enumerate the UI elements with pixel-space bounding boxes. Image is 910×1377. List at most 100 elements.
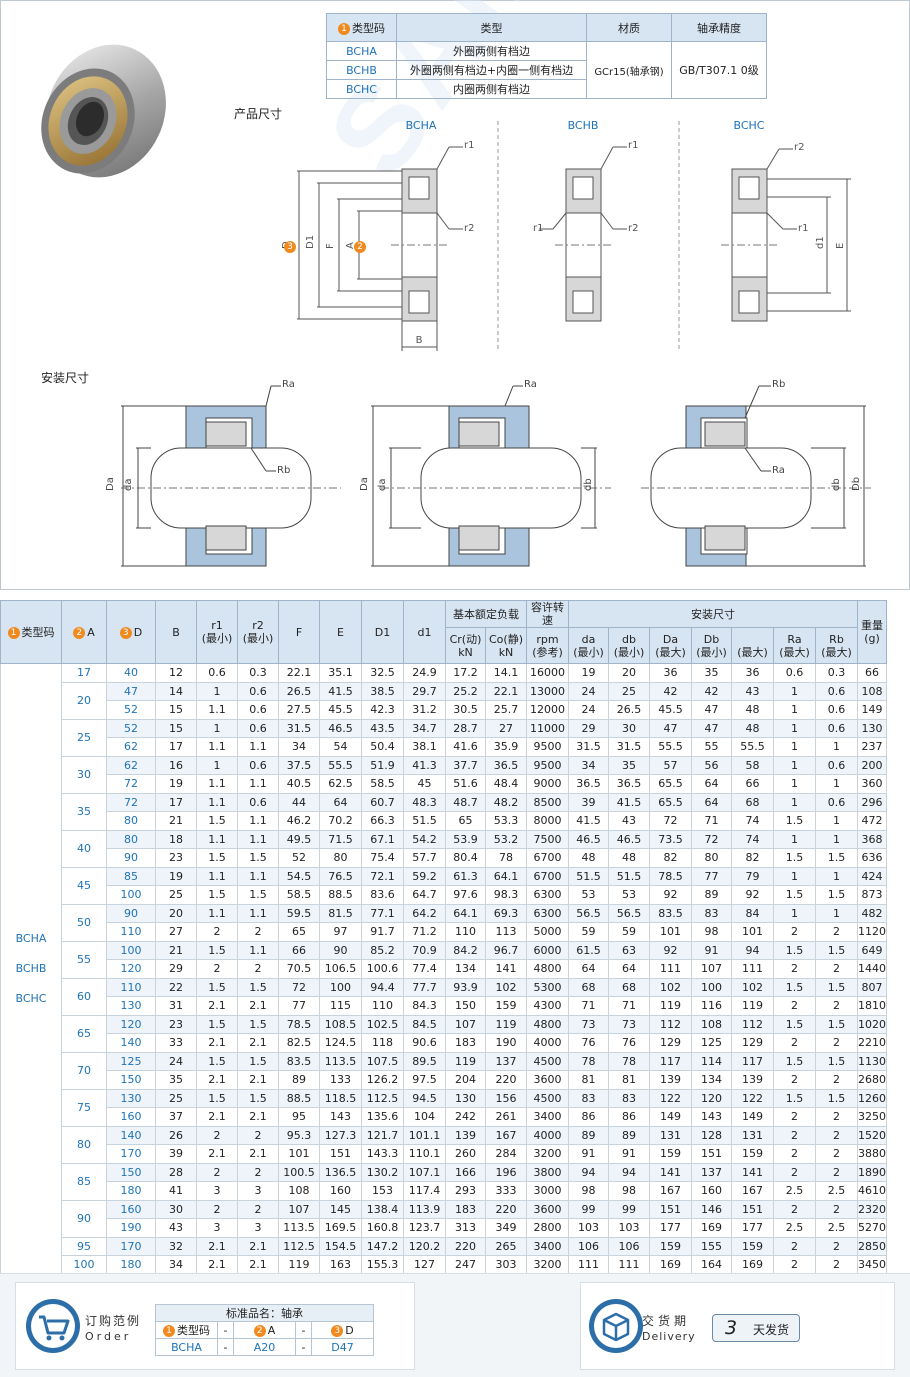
cell: 106: [608, 1236, 650, 1256]
cell: 32: [155, 1236, 197, 1256]
type-code: BCHB: [326, 60, 397, 80]
cell: 1120: [857, 922, 887, 942]
cell: 112: [731, 1014, 774, 1034]
cell: 29: [568, 718, 609, 738]
cell: 51.5: [608, 866, 650, 886]
cell: 143.3: [361, 1144, 404, 1164]
cell: 122: [731, 1088, 774, 1108]
col-da: da(最小): [568, 627, 609, 664]
cell: 2.1: [196, 1033, 238, 1053]
precision: GB/T307.1 0级: [671, 41, 767, 99]
cell: 2: [196, 959, 238, 979]
cell-A: 17: [61, 663, 107, 683]
cell: 6300: [526, 903, 569, 923]
cell: 47: [649, 718, 692, 738]
cell: 141: [649, 1162, 692, 1182]
type-row: BCHB 外圈两侧有档边+内圈一侧有档边: [326, 60, 767, 80]
cell: 1.5: [773, 885, 816, 905]
cell: 424: [857, 866, 887, 886]
cell: 0.6: [815, 755, 858, 775]
cell: 118: [361, 1033, 404, 1053]
cell: 349: [485, 1218, 527, 1238]
cell: 167: [485, 1125, 527, 1145]
cell: 106.5: [319, 959, 362, 979]
cell: 78: [608, 1051, 650, 1071]
cell: 101: [649, 922, 692, 942]
cell: 99: [608, 1199, 650, 1219]
cell: 1.5: [237, 1088, 279, 1108]
cell: 127: [403, 1255, 446, 1275]
cell: 117: [731, 1051, 774, 1071]
cell: 3: [237, 1218, 279, 1238]
dim-Db: Db: [851, 477, 862, 491]
cell: 1: [773, 681, 816, 701]
cell: 14.1: [485, 663, 527, 683]
install-bchb: Da da db Ra: [359, 379, 611, 567]
cell: 93.9: [445, 977, 486, 997]
cell: 24: [568, 700, 609, 720]
cell: 196: [485, 1162, 527, 1182]
cell: 2: [196, 1125, 238, 1145]
cell: 74: [731, 829, 774, 849]
cell: 55.5: [731, 737, 774, 757]
cell: 1.5: [196, 1014, 238, 1034]
cell: 94.5: [403, 1088, 446, 1108]
cell-A: 60: [61, 977, 107, 1016]
cell: 1.1: [196, 829, 238, 849]
order-sep: -: [217, 1338, 234, 1356]
cell: 6700: [526, 866, 569, 886]
cell: 2.1: [237, 1070, 279, 1090]
cell: 136.5: [319, 1162, 362, 1182]
cell: 31.5: [608, 737, 650, 757]
cell: 5270: [857, 1218, 887, 1238]
cell: 130: [106, 996, 156, 1016]
cell: 2.1: [237, 1107, 279, 1127]
cell: 71: [691, 811, 732, 831]
cell: 91: [608, 1144, 650, 1164]
cell: 30.5: [445, 700, 486, 720]
cell: 3880: [857, 1144, 887, 1164]
delivery-title-cn: 交货期: [642, 1314, 691, 1328]
col-Db-max: (最大): [731, 627, 774, 664]
cell: 45: [403, 774, 446, 794]
bcha-section: D D1 F A B r1 r2: [281, 140, 474, 351]
cell: 113.5: [278, 1218, 320, 1238]
cell: 53.9: [445, 829, 486, 849]
cell: 112.5: [361, 1088, 404, 1108]
cell: 104: [403, 1107, 446, 1127]
cell: 96.7: [485, 940, 527, 960]
cell: 183: [445, 1199, 486, 1219]
cell: 32.5: [361, 663, 404, 683]
cell: 1: [815, 774, 858, 794]
cell: 40.5: [278, 774, 320, 794]
cell: 0.6: [237, 718, 279, 738]
cell: 1: [196, 718, 238, 738]
cell-A: 75: [61, 1088, 107, 1127]
cell: 36.5: [485, 755, 527, 775]
cell: 16000: [526, 663, 569, 683]
cell: 1.1: [196, 700, 238, 720]
cell: 170: [106, 1236, 156, 1256]
cell: 2: [815, 1107, 858, 1127]
cell: 76: [568, 1033, 609, 1053]
cell: 119: [731, 996, 774, 1016]
cell: 73.5: [649, 829, 692, 849]
cell: 2.1: [196, 1070, 238, 1090]
cell: 46.5: [608, 829, 650, 849]
cell: 150: [445, 996, 486, 1016]
cell: 134: [445, 959, 486, 979]
dim-d1: d1: [815, 236, 826, 249]
cell: 6000: [526, 940, 569, 960]
cell: 35: [608, 755, 650, 775]
order-sep: -: [295, 1338, 312, 1356]
cell: 2: [237, 1162, 279, 1182]
cell: 122: [649, 1088, 692, 1108]
cell: 120: [691, 1088, 732, 1108]
cell: 1: [773, 774, 816, 794]
dim-E: E: [835, 243, 846, 249]
